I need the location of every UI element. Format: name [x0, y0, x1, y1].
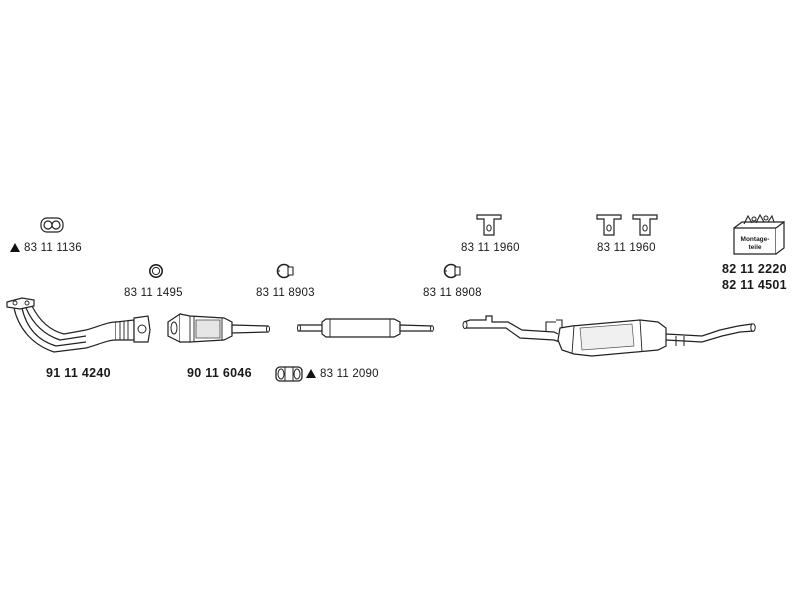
mounting-kit-code-2: 82 11 4501	[722, 278, 787, 292]
center-silencer-icon[interactable]	[296, 316, 436, 340]
rubber-hanger-icon[interactable]	[476, 213, 502, 237]
mounting-kit-code-1: 82 11 2220	[722, 262, 787, 276]
sleeve-clamp-icon[interactable]	[274, 364, 306, 384]
flange-gasket-icon[interactable]	[40, 216, 64, 234]
mounting-kit-box-text: Montage-teile	[740, 236, 770, 251]
sleeve-clamp-label: 83 11 2090	[306, 368, 379, 380]
rubber-hanger-icon[interactable]	[632, 213, 658, 237]
hanger-b-label: 83 11 1960	[597, 242, 656, 254]
clamp-a-label: 83 11 8903	[256, 287, 315, 299]
clamp-icon[interactable]	[442, 262, 462, 280]
clamp-icon[interactable]	[275, 262, 295, 280]
rear-silencer-icon[interactable]	[462, 312, 762, 368]
ring-icon[interactable]	[148, 263, 164, 279]
assembly-marker-icon	[306, 369, 316, 378]
front-pipe-code: 91 11 4240	[46, 366, 111, 380]
clamp-b-label: 83 11 8908	[423, 287, 482, 299]
catalytic-converter-icon[interactable]	[166, 308, 272, 348]
flange-gasket-label: 83 11 1136	[10, 242, 82, 254]
hanger-a-label: 83 11 1960	[461, 242, 520, 254]
front-pipe-icon[interactable]	[4, 296, 154, 360]
mounting-kit-box-icon[interactable]	[730, 214, 786, 256]
rubber-hanger-icon[interactable]	[596, 213, 622, 237]
ring-label: 83 11 1495	[124, 287, 183, 299]
assembly-marker-icon	[10, 243, 20, 252]
catalytic-converter-code: 90 11 6046	[187, 366, 252, 380]
